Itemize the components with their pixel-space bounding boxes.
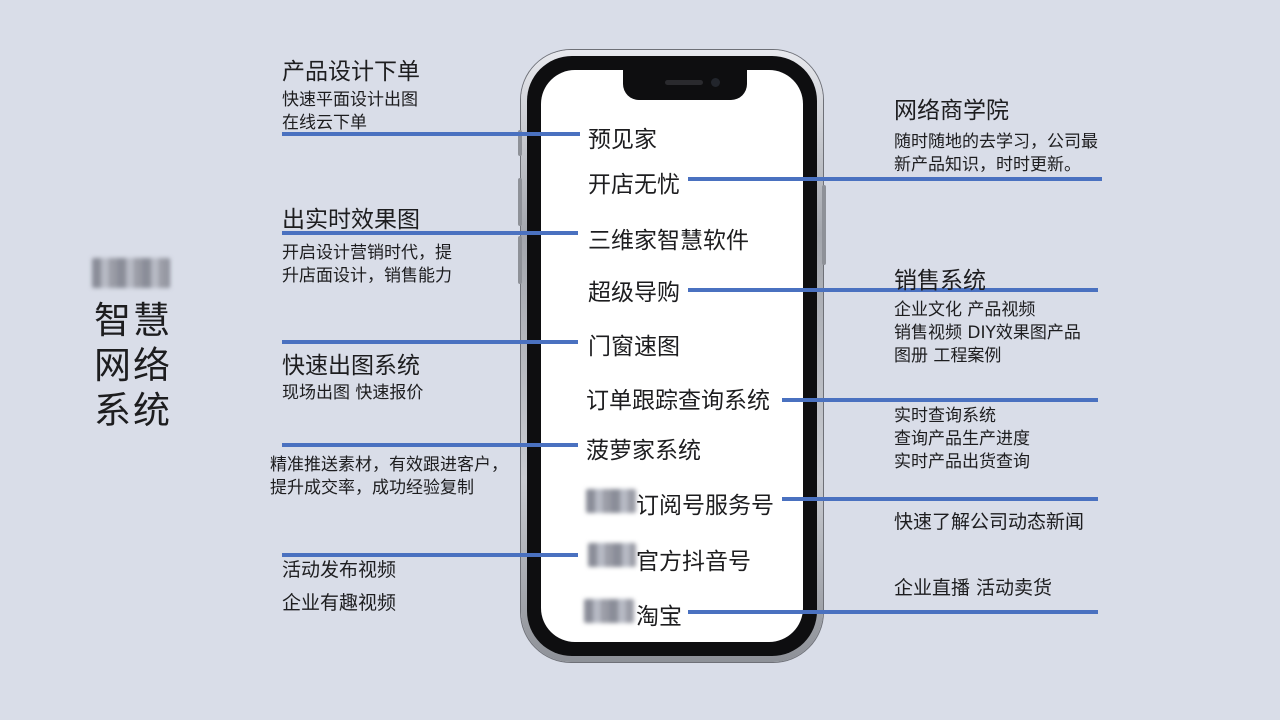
annotation-title: 出实时效果图: [282, 207, 420, 233]
menu-item-subscription[interactable]: 订阅号服务号: [636, 493, 774, 519]
annotation-desc: 快速了解公司动态新闻: [894, 511, 1085, 533]
menu-item-chaoji-daogou[interactable]: 超级导购: [588, 280, 680, 306]
connector-line: [282, 553, 578, 557]
annotation-desc: 企业直播 活动卖货: [894, 577, 1053, 599]
blurred-brand-logo: [92, 258, 170, 288]
annotation-desc: 快速平面设计出图: [282, 90, 418, 110]
volume-button: [518, 236, 522, 284]
blurred-brand-prefix: [588, 543, 636, 567]
annotation-title: 销售系统: [894, 268, 986, 294]
annotation-realtime-render: 出实时效果图 开启设计营销时代，提 升店面设计，销售能力: [282, 200, 452, 288]
annotation-livestream: 企业直播 活动卖货: [894, 577, 1052, 600]
camera-icon: [711, 78, 720, 87]
annotation-desc: 开启设计营销时代，提: [282, 243, 452, 263]
annotation-business-school: 网络商学院 随时随地的去学习，公司最 新产品知识，时时更新。: [894, 91, 1098, 177]
annotation-title: 产品设计下单: [282, 59, 420, 85]
menu-item-order-tracking[interactable]: 订单跟踪查询系统: [586, 388, 770, 414]
brand-line: 智慧: [94, 299, 172, 342]
annotation-title: 快速出图系统: [282, 353, 420, 379]
connector-line: [782, 398, 1098, 402]
annotation-desc: 在线云下单: [282, 113, 367, 133]
annotation-desc: 新产品知识，时时更新。: [894, 155, 1081, 175]
connector-line: [688, 177, 1102, 181]
annotation-precision-push: 精准推送素材，有效跟进客户， 提升成交率，成功经验复制: [270, 454, 508, 500]
menu-item-yujianjia[interactable]: 预见家: [588, 127, 657, 153]
blurred-brand-prefix: [586, 489, 636, 513]
annotation-desc: 图册 工程案例: [894, 346, 1002, 366]
annotation-title: 网络商学院: [894, 98, 1009, 124]
blurred-brand-prefix: [584, 599, 634, 623]
annotation-desc: 精准推送素材，有效跟进客户，: [270, 455, 508, 475]
annotation-news: 快速了解公司动态新闻: [894, 511, 1084, 534]
menu-item-boluojia[interactable]: 菠萝家系统: [586, 438, 701, 464]
annotation-product-design: 产品设计下单 快速平面设计出图 在线云下单: [282, 52, 420, 135]
annotation-desc: 提升成交率，成功经验复制: [270, 478, 474, 498]
volume-button: [518, 178, 522, 226]
annotation-sales-system: 销售系统 企业文化 产品视频 销售视频 DIY效果图产品 图册 工程案例: [894, 261, 1081, 368]
annotation-video: 活动发布视频 企业有趣视频: [282, 558, 396, 615]
menu-item-menchuang[interactable]: 门窗速图: [588, 334, 680, 360]
annotation-quick-drawing: 快速出图系统 现场出图 快速报价: [282, 346, 423, 405]
annotation-desc: 升店面设计，销售能力: [282, 266, 452, 286]
annotation-desc: 实时查询系统: [894, 406, 996, 426]
connector-line: [282, 132, 580, 136]
volume-button: [518, 130, 522, 156]
annotation-desc: 现场出图 快速报价: [282, 383, 424, 403]
phone-notch: [623, 70, 747, 100]
annotation-desc: 销售视频 DIY效果图产品: [894, 323, 1081, 343]
annotation-desc: 企业有趣视频: [282, 592, 397, 614]
phone-bezel: [527, 56, 817, 656]
phone-screen: [541, 70, 803, 642]
brand-title: 智慧 网络 系统: [94, 298, 172, 433]
speaker-icon: [665, 80, 703, 85]
menu-item-sanweijia[interactable]: 三维家智慧软件: [588, 228, 749, 254]
annotation-order-query: 实时查询系统 查询产品生产进度 实时产品出货查询: [894, 405, 1030, 474]
connector-line: [282, 443, 578, 447]
connector-line: [782, 497, 1098, 501]
brand-line: 网络: [94, 344, 172, 387]
annotation-desc: 随时随地的去学习，公司最: [894, 132, 1098, 152]
phone-mockup: [521, 50, 823, 662]
annotation-desc: 实时产品出货查询: [894, 452, 1030, 472]
menu-item-kaidian[interactable]: 开店无忧: [588, 172, 680, 198]
connector-line: [282, 340, 578, 344]
connector-line: [688, 610, 1098, 614]
connector-line: [688, 288, 1098, 292]
menu-item-douyin[interactable]: 官方抖音号: [636, 549, 751, 575]
annotation-desc: 活动发布视频: [282, 559, 397, 581]
connector-line: [282, 231, 578, 235]
power-button: [822, 185, 826, 265]
menu-item-taobao[interactable]: 淘宝: [636, 604, 682, 630]
brand-line: 系统: [94, 389, 172, 432]
annotation-desc: 企业文化 产品视频: [894, 300, 1036, 320]
annotation-desc: 查询产品生产进度: [894, 429, 1030, 449]
